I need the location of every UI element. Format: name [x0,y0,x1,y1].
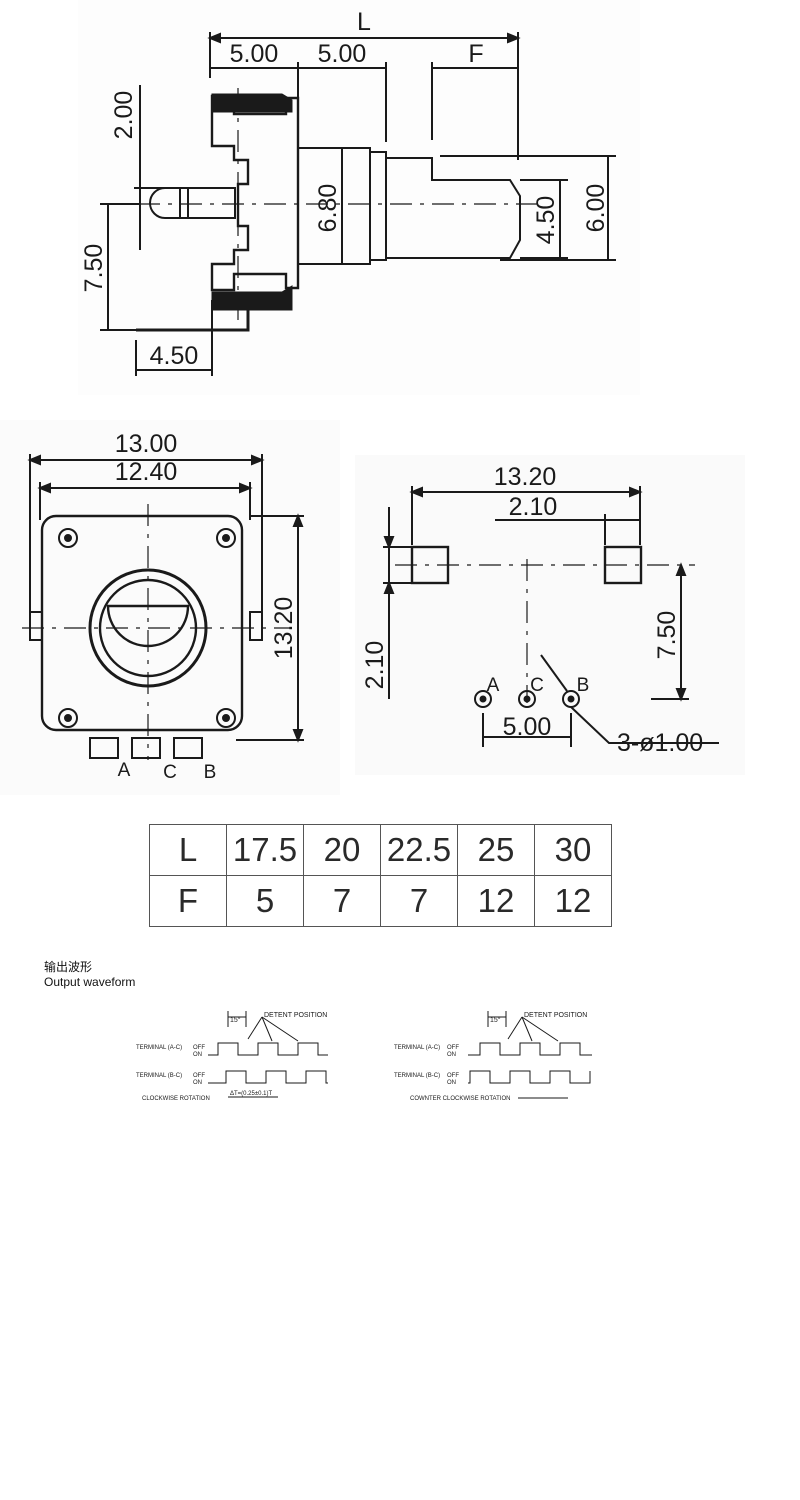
dim-13-00: 13.00 [115,430,178,458]
pcb-layout-drawing: 13.20 2.10 2.10 7.50 5.00 3-ø1.00 A C B [355,455,745,775]
dim-7-50: 7.50 [80,244,108,293]
dim-12-40: 12.40 [115,458,178,486]
dim-6-00: 6.00 [582,184,610,233]
pin-label-c: C [530,675,544,696]
waveform-counter-clockwise: 15° DETENT POSITION TERMINAL (A-C) OFF O… [394,1011,592,1102]
on-label: ON [193,1052,202,1058]
off-label: OFF [447,1045,459,1051]
detent-label-ccw: DETENT POSITION [524,1012,587,1019]
hole-spec: 3-ø1.00 [617,729,703,757]
dim-5-00-b: 5.00 [318,40,367,68]
on-label: ON [447,1080,456,1086]
table-row-F: F 5 7 7 12 12 [149,875,612,927]
rotation-label-ccw: COWNTER CLOCKWISE ROTATION [410,1096,510,1102]
row-label-L: L [149,824,227,876]
terminal-bc-label-ccw: TERMINAL (B-C) [394,1073,440,1079]
table-cell: 30 [534,824,612,876]
table-cell: 20 [303,824,381,876]
dim-7-50-pcb: 7.50 [653,611,681,660]
table-row-L: L 17.5 20 22.5 25 30 [149,824,612,876]
terminal-label-a: A [118,760,131,781]
table-cell: 12 [534,875,612,927]
on-label: ON [193,1080,202,1086]
on-label: ON [447,1052,456,1058]
front-view-drawing: 13.00 12.40 13.20 A C B [0,420,340,795]
row-label-F: F [149,875,227,927]
side-view-drawing: L 5.00 5.00 F 2.00 6.80 4.50 6.00 7.50 4… [78,0,640,395]
rotation-label-cw: CLOCKWISE ROTATION [142,1096,210,1102]
table-cell: 7 [303,875,381,927]
angle-label-ccw: 15° [490,1016,501,1024]
waveform-title-cn: 输出波形 [44,960,93,974]
terminal-bc-label-cw: TERMINAL (B-C) [136,1073,182,1079]
table-cell: 17.5 [226,824,304,876]
angle-label-cw: 15° [230,1016,241,1024]
dim-L: L [357,8,371,36]
terminal-ac-label-cw: TERMINAL (A-C) [136,1045,182,1051]
waveform-clockwise: 15° DETENT POSITION TERMINAL (A-C) OFF O… [136,1011,328,1102]
dim-5-00-a: 5.00 [230,40,279,68]
dim-13-20-vertical: 13.20 [270,597,298,660]
dim-2-00: 2.00 [110,91,138,140]
terminal-label-c: C [163,762,177,783]
dim-13-20-horizontal: 13.20 [494,463,557,491]
terminal-ac-label-ccw: TERMINAL (A-C) [394,1045,440,1051]
table-cell: 5 [226,875,304,927]
dim-6-80: 6.80 [314,184,342,233]
off-label: OFF [193,1045,205,1051]
dim-F: F [468,40,483,68]
delta-t-label: ΔT=(0.25±0.1)T [230,1091,272,1097]
dim-2-10-vertical: 2.10 [361,641,389,690]
dim-4-50-horizontal: 4.50 [150,342,199,370]
dim-5-00-pitch: 5.00 [503,713,552,741]
terminal-label-b: B [204,762,217,783]
pin-label-a: A [487,675,500,696]
off-label: OFF [193,1073,205,1079]
waveform-title-en: Output waveform [44,975,136,989]
dim-4-50-vertical: 4.50 [532,196,560,245]
table-cell: 7 [380,875,458,927]
detent-label-cw: DETENT POSITION [264,1012,327,1019]
off-label: OFF [447,1073,459,1079]
table-cell: 22.5 [380,824,458,876]
table-cell: 25 [457,824,535,876]
table-cell: 12 [457,875,535,927]
pin-label-b: B [577,675,590,696]
length-spec-table: L 17.5 20 22.5 25 30 F 5 7 7 12 12 [149,824,612,927]
dim-2-10-horizontal: 2.10 [509,493,558,521]
